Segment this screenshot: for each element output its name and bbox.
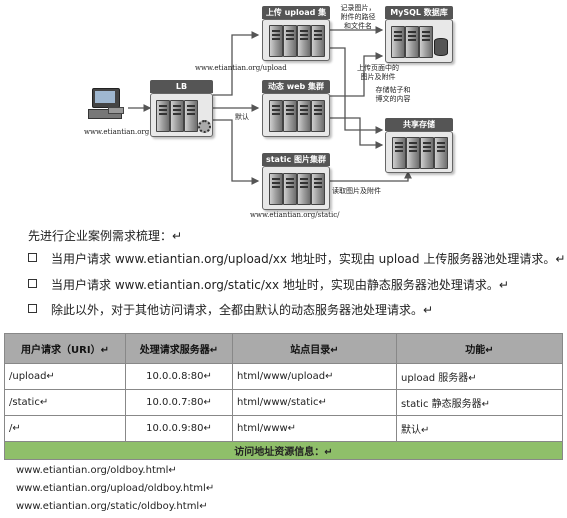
architecture-diagram: www.etiantian.org LB 默认 www.etiantian.or… bbox=[0, 0, 567, 222]
client-computer-icon bbox=[88, 88, 124, 124]
server-icon bbox=[269, 173, 283, 205]
table-row: /upload↵ 10.0.0.8:80↵ html/www/upload↵ u… bbox=[4, 363, 563, 390]
cell-function: upload 服务器↵ bbox=[396, 363, 563, 390]
table-row: /↵ 10.0.0.9:80↵ html/www↵ 默认↵ bbox=[4, 415, 563, 442]
lb-title: LB bbox=[150, 80, 213, 93]
diagram-connectors bbox=[128, 26, 412, 185]
cell-site-dir: html/www↵ bbox=[232, 415, 397, 442]
default-label: 默认 bbox=[235, 113, 249, 121]
note-store-posts: 存储帖子和 博文的内容 bbox=[375, 86, 411, 103]
table-row: /static↵ 10.0.0.7:80↵ html/www/static↵ s… bbox=[4, 389, 563, 416]
server-icon bbox=[283, 25, 297, 57]
note-upload-pics: 上传页面中的 图片及附件 bbox=[357, 64, 399, 81]
header-function: 功能↵ bbox=[396, 333, 563, 364]
note-record-paths: 记录图片， 附件的路径 和文件名 bbox=[340, 4, 376, 30]
static-url-label: www.etiantian.org/static/ bbox=[250, 211, 340, 219]
requirement-item: 当用户请求 www.etiantian.org/upload/xx 地址时，实现… bbox=[28, 250, 565, 267]
server-icon bbox=[405, 26, 419, 58]
header-site-dir: 站点目录↵ bbox=[232, 333, 397, 364]
dynamic-cluster-node bbox=[262, 93, 330, 137]
routing-table: 用户请求（URI）↵ 处理请求服务器↵ 站点目录↵ 功能↵ /upload↵ 1… bbox=[4, 333, 563, 460]
mysql-node bbox=[385, 19, 453, 63]
lb-node bbox=[150, 93, 213, 137]
table-header-row: 用户请求（URI）↵ 处理请求服务器↵ 站点目录↵ 功能↵ bbox=[4, 333, 563, 364]
static-cluster-node bbox=[262, 166, 330, 210]
cell-function: static 静态服务器↵ bbox=[396, 389, 563, 416]
server-icon bbox=[297, 173, 311, 205]
header-uri: 用户请求（URI）↵ bbox=[4, 333, 126, 364]
info-label: 访问地址资源信息：↵ bbox=[4, 441, 563, 460]
info-row: 访问地址资源信息：↵ bbox=[4, 441, 563, 460]
mysql-title: MySQL 数据库 bbox=[385, 6, 453, 19]
header-server: 处理请求服务器↵ bbox=[125, 333, 233, 364]
server-icon bbox=[420, 137, 434, 169]
cell-uri: /↵ bbox=[4, 415, 126, 442]
checkbox-icon bbox=[28, 253, 37, 262]
server-icon bbox=[184, 100, 198, 132]
server-icon bbox=[283, 173, 297, 205]
database-icon bbox=[434, 38, 448, 56]
upload-cluster-node bbox=[262, 19, 330, 61]
checkbox-icon bbox=[28, 279, 37, 288]
requirement-text: 当用户请求 www.etiantian.org/static/xx 地址时，实现… bbox=[51, 278, 509, 292]
requirement-text: 当用户请求 www.etiantian.org/upload/xx 地址时，实现… bbox=[51, 252, 566, 266]
server-icon bbox=[170, 100, 184, 132]
requirement-item: 当用户请求 www.etiantian.org/static/xx 地址时，实现… bbox=[28, 276, 509, 293]
url-item: www.etiantian.org/static/oldboy.html↵ bbox=[16, 501, 208, 512]
static-cluster-title: static 图片集群 bbox=[262, 153, 330, 166]
note-read-pics: 读取图片及附件 bbox=[332, 187, 381, 195]
server-icon bbox=[269, 25, 283, 57]
cell-server: 10.0.0.8:80↵ bbox=[125, 363, 233, 390]
server-icon bbox=[434, 137, 448, 169]
server-icon bbox=[392, 137, 406, 169]
dynamic-cluster-title: 动态 web 集群 bbox=[262, 80, 330, 93]
checkbox-icon bbox=[28, 304, 37, 313]
server-icon bbox=[269, 100, 283, 132]
cell-site-dir: html/www/static↵ bbox=[232, 389, 397, 416]
cell-site-dir: html/www/upload↵ bbox=[232, 363, 397, 390]
upload-cluster-title: 上传 upload 集群 bbox=[262, 6, 330, 30]
server-icon bbox=[419, 26, 433, 58]
server-icon bbox=[311, 173, 325, 205]
url-item: www.etiantian.org/upload/oldboy.html↵ bbox=[16, 483, 215, 494]
cell-server: 10.0.0.9:80↵ bbox=[125, 415, 233, 442]
gear-icon bbox=[198, 120, 211, 133]
server-icon bbox=[311, 25, 325, 57]
shared-storage-node bbox=[385, 131, 453, 173]
requirement-item: 除此以外，对于其他访问请求，全都由默认的动态服务器池处理请求。↵ bbox=[28, 301, 433, 318]
server-icon bbox=[156, 100, 170, 132]
server-icon bbox=[297, 100, 311, 132]
client-label: www.etiantian.org bbox=[84, 128, 150, 136]
requirement-text: 除此以外，对于其他访问请求，全都由默认的动态服务器池处理请求。↵ bbox=[51, 303, 434, 317]
cell-function: 默认↵ bbox=[396, 415, 563, 442]
server-icon bbox=[311, 100, 325, 132]
cell-uri: /upload↵ bbox=[4, 363, 126, 390]
server-icon bbox=[391, 26, 405, 58]
server-icon bbox=[406, 137, 420, 169]
url-list: www.etiantian.org/oldboy.html↵ www.etian… bbox=[16, 462, 214, 516]
url-item: www.etiantian.org/oldboy.html↵ bbox=[16, 465, 177, 476]
server-icon bbox=[283, 100, 297, 132]
cell-uri: /static↵ bbox=[4, 389, 126, 416]
cell-server: 10.0.0.7:80↵ bbox=[125, 389, 233, 416]
intro-heading: 先进行企业案例需求梳理：↵ bbox=[28, 229, 183, 243]
server-icon bbox=[297, 25, 311, 57]
upload-url-label: www.etiantian.org/upload bbox=[195, 64, 287, 72]
shared-storage-title: 共享存储 bbox=[385, 118, 453, 131]
